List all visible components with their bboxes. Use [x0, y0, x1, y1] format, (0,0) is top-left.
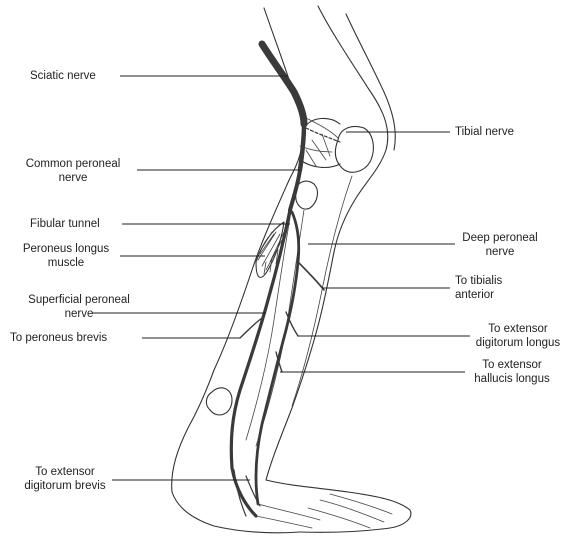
label-extensor-hallucis-longus: To extensor hallucis longus — [462, 358, 562, 386]
label-sciatic-nerve: Sciatic nerve — [30, 69, 96, 83]
sciatic-nerve-continuation — [300, 124, 304, 170]
dorsal-foot-nerves — [256, 504, 320, 528]
branch-tibialis-anterior — [298, 262, 324, 290]
label-extensor-digitorum-brevis: To extensor digitorum brevis — [10, 465, 120, 493]
label-tibialis-anterior: To tibialis anterior — [455, 274, 502, 302]
label-tibial-nerve: Tibial nerve — [455, 125, 514, 139]
toes — [308, 494, 392, 528]
knee-contour — [346, 14, 395, 150]
label-peroneus-brevis: To peroneus brevis — [10, 331, 107, 345]
thigh-back-contour — [172, 8, 304, 533]
leader-lines — [92, 76, 470, 480]
foot — [266, 480, 411, 532]
sciatic-nerve — [262, 44, 304, 124]
label-superficial-peroneal-nerve: Superficial peroneal nerve — [4, 293, 154, 321]
lateral-malleolus — [206, 388, 232, 415]
label-peroneus-longus-muscle: Peroneus longus muscle — [10, 242, 122, 270]
label-fibular-tunnel: Fibular tunnel — [30, 217, 100, 231]
patella — [335, 127, 373, 173]
label-common-peroneal-nerve: Common peroneal nerve — [8, 157, 138, 185]
label-deep-peroneal-nerve: Deep peroneal nerve — [450, 231, 550, 259]
nerves — [231, 44, 340, 528]
fibular-head — [296, 181, 318, 209]
label-extensor-digitorum-longus: To extensor digitorum longus — [468, 322, 568, 350]
